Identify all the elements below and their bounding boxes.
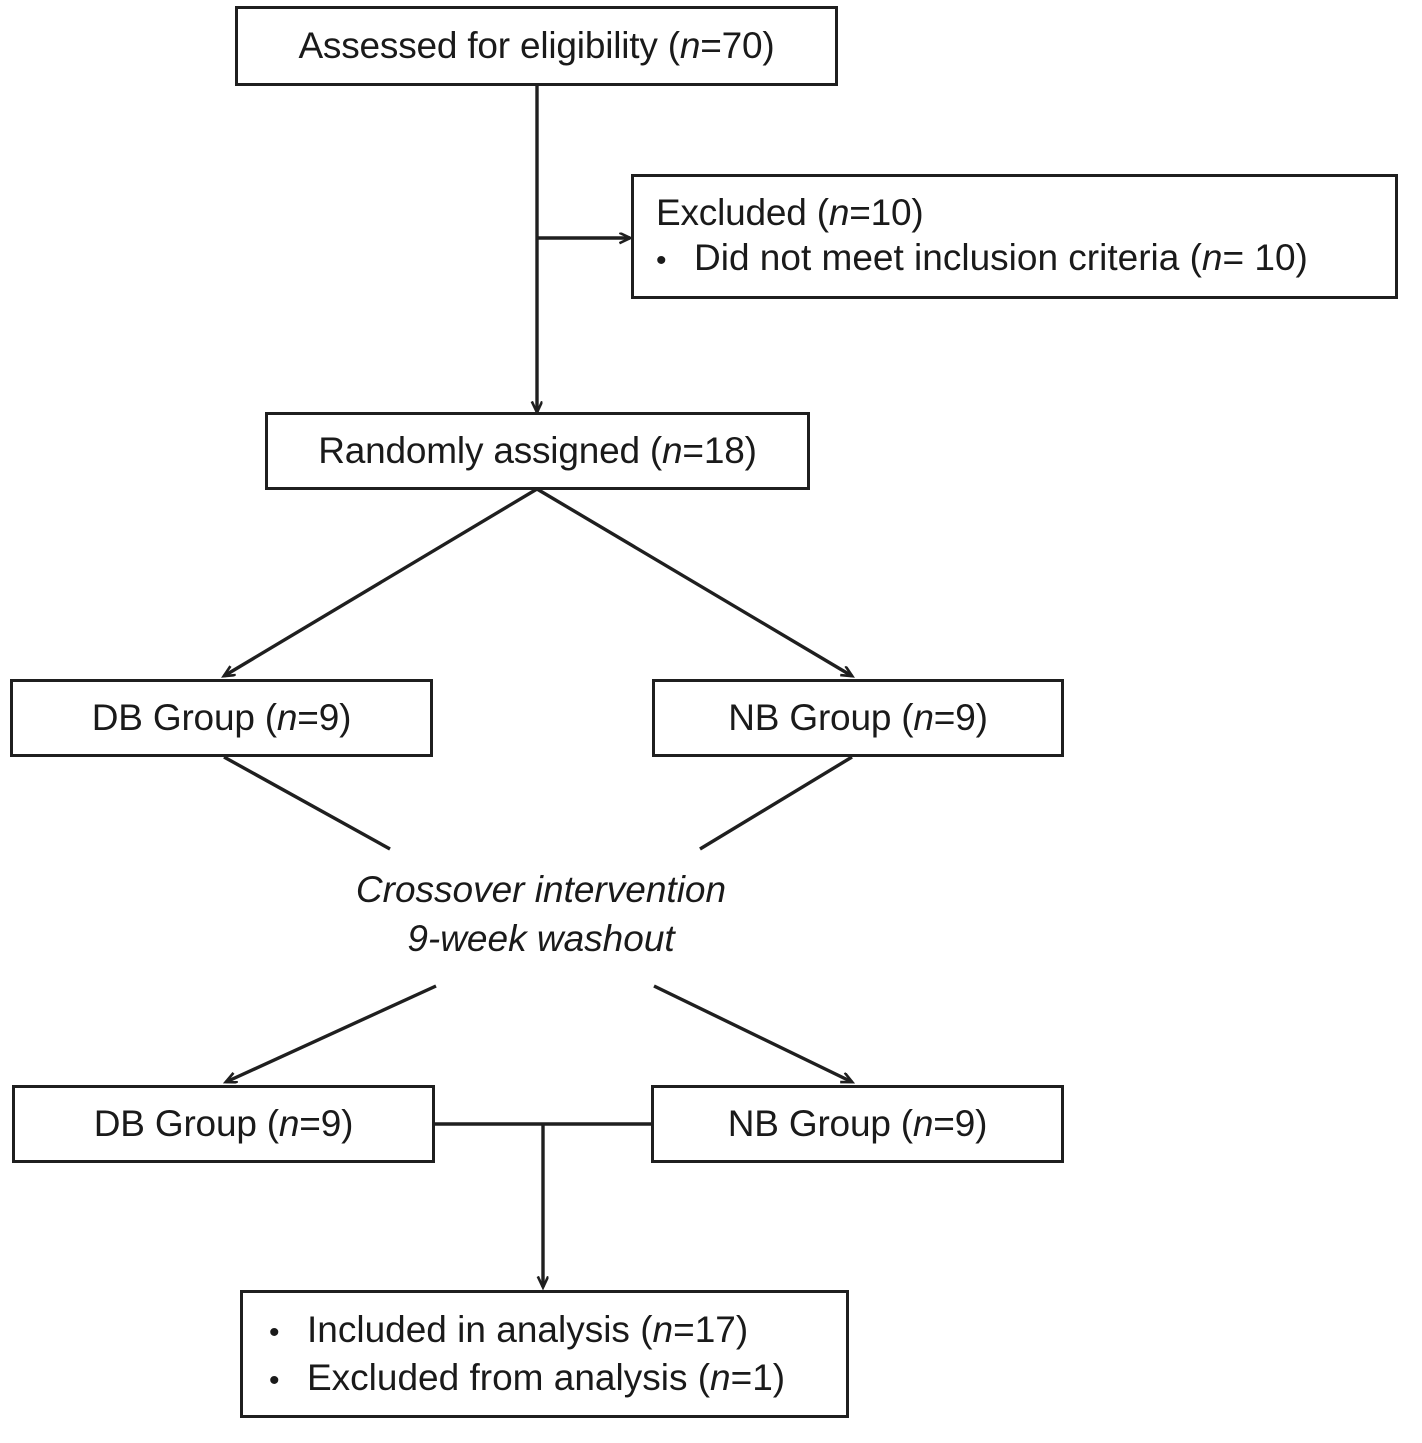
analysis-included-text: Included in analysis (n=17) — [307, 1306, 748, 1354]
analysis-included-prefix: Included in analysis ( — [307, 1308, 653, 1350]
db2-text-suffix: =9) — [299, 1103, 354, 1145]
edge-randomized-to-nb1 — [536, 487, 852, 676]
node-db-group-phase2: DB Group (n=9) — [12, 1085, 435, 1163]
node-nb-group-phase2: NB Group (n=9) — [651, 1085, 1064, 1163]
nb1-italic-n: n — [913, 697, 934, 739]
assessed-italic-n: n — [679, 25, 701, 67]
assessed-text-prefix: Assessed for eligibility ( — [298, 25, 680, 67]
node-db-group-phase2-label: DB Group (n=9) — [93, 1102, 354, 1146]
label-crossover-note: Crossover intervention 9-week washout — [311, 866, 771, 964]
randomized-italic-n: n — [662, 430, 683, 472]
analysis-excluded-italic-n: n — [710, 1357, 731, 1398]
node-excluded-bullet-item: • Did not meet inclusion criteria (n= 10… — [656, 234, 1395, 282]
excluded-text-prefix: Excluded ( — [656, 191, 829, 233]
node-excluded: Excluded (n=10) • Did not meet inclusion… — [631, 174, 1398, 299]
analysis-excluded-item: • Excluded from analysis (n=1) — [269, 1354, 846, 1402]
db2-italic-n: n — [278, 1103, 300, 1145]
excluded-reason-suffix: = 10) — [1222, 237, 1308, 279]
db2-text-prefix: DB Group ( — [93, 1103, 279, 1145]
node-analysis: • Included in analysis (n=17) • Excluded… — [240, 1290, 849, 1418]
randomized-text-prefix: Randomly assigned ( — [318, 430, 663, 472]
edge-nb1-to-crossover — [699, 755, 853, 851]
edge-randomized-to-db1 — [224, 487, 538, 676]
bullet-dot-icon: • — [269, 1364, 280, 1397]
node-db-group-phase1: DB Group (n=9) — [10, 679, 433, 757]
randomized-text-suffix: =18) — [682, 430, 757, 472]
bullet-dot-icon: • — [269, 1315, 280, 1349]
node-nb-group-phase2-label: NB Group (n=9) — [727, 1102, 988, 1146]
node-assessed-for-eligibility-label: Assessed for eligibility (n=70) — [298, 24, 774, 68]
analysis-included-item: • Included in analysis (n=17) — [269, 1306, 846, 1354]
excluded-text-suffix: =10) — [849, 191, 924, 233]
assessed-text-suffix: =70) — [700, 25, 775, 67]
excluded-italic-n: n — [828, 191, 850, 233]
edge-crossover-to-nb2 — [653, 984, 852, 1084]
nb2-text-suffix: =9) — [933, 1103, 988, 1145]
node-nb-group-phase1-label: NB Group (n=9) — [728, 696, 988, 740]
analysis-included-suffix: =17) — [673, 1308, 749, 1350]
bullet-dot-icon: • — [656, 244, 667, 278]
node-excluded-heading: Excluded (n=10) — [656, 191, 1395, 235]
node-db-group-phase1-label: DB Group (n=9) — [91, 696, 352, 740]
node-nb-group-phase1: NB Group (n=9) — [652, 679, 1064, 757]
db1-italic-n: n — [276, 697, 298, 739]
excluded-reason-prefix: Did not meet inclusion criteria ( — [694, 237, 1202, 279]
excluded-reason-italic-n: n — [1201, 237, 1223, 279]
nb2-italic-n: n — [912, 1103, 934, 1145]
edge-db1-to-crossover — [223, 755, 391, 851]
crossover-note-line2: 9-week washout — [407, 917, 675, 959]
nb2-text-prefix: NB Group ( — [727, 1103, 913, 1145]
nb1-text-suffix: =9) — [933, 697, 988, 739]
db1-text-prefix: DB Group ( — [91, 697, 277, 739]
node-randomly-assigned-label: Randomly assigned (n=18) — [318, 429, 757, 473]
db1-text-suffix: =9) — [297, 697, 352, 739]
analysis-included-italic-n: n — [652, 1308, 674, 1350]
analysis-excluded-text: Excluded from analysis (n=1) — [307, 1354, 785, 1402]
analysis-excluded-suffix: =1) — [730, 1357, 786, 1398]
crossover-note-line1: Crossover intervention — [355, 869, 727, 910]
node-randomly-assigned: Randomly assigned (n=18) — [265, 412, 810, 490]
nb1-text-prefix: NB Group ( — [728, 697, 914, 739]
excluded-reason-text: Did not meet inclusion criteria (n= 10) — [694, 234, 1308, 282]
analysis-excluded-prefix: Excluded from analysis ( — [307, 1357, 711, 1398]
edge-crossover-to-db2 — [226, 984, 437, 1082]
node-assessed-for-eligibility: Assessed for eligibility (n=70) — [235, 6, 838, 86]
